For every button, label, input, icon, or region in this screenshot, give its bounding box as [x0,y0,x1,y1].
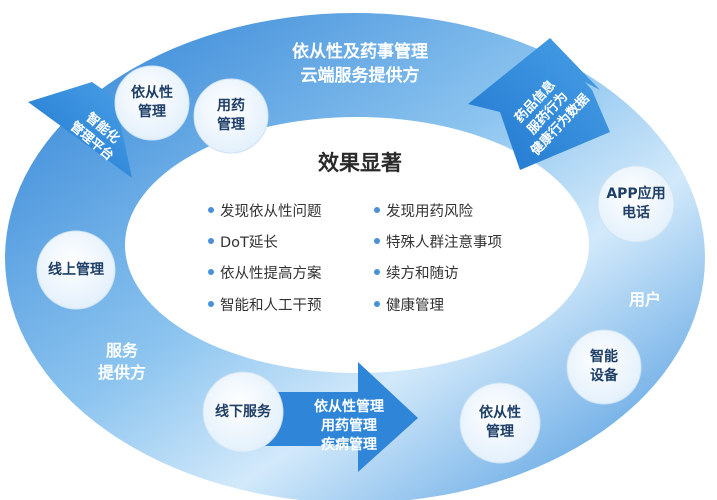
bubble-smart-device [566,329,642,405]
bubble-smart-device-label: 智能 设备 [590,349,618,384]
bubble-adherence-top [114,65,190,141]
center-item-text: 健康管理 [386,298,444,314]
center-item-text: 发现依从性问题 [220,204,322,220]
bubble-offline-label: 线下服务 [215,404,271,420]
center-item: 发现用药风险 [374,200,473,221]
center-item: 特殊人群注意事项 [374,231,502,252]
bullet-dot [208,269,214,275]
bottom-arrow-label: 依从性管理 用药管理 疾病管理 [314,399,384,453]
center-item: 智能和人工干预 [208,294,322,315]
bullet-dot [374,207,380,213]
bottom-arrow [230,362,418,472]
center-item-text: DoT延长 [220,235,278,251]
center-item-text: 依从性提高方案 [220,266,322,282]
center-item: 发现依从性问题 [208,200,322,221]
bullet-dot [208,301,214,307]
bubble-medication [193,78,269,154]
center-item: DoT延长 [208,231,278,252]
center-item-text: 特殊人群注意事项 [386,235,502,251]
bubble-offline [202,371,284,453]
user-label: 用户 [628,290,661,309]
bullet-dot [208,207,214,213]
center-item: 健康管理 [374,294,444,315]
top-label: 依从性及药事管理 云端服务提供方 [292,42,428,86]
center-item: 依从性提高方案 [208,262,322,283]
right-arrow-head [540,38,552,110]
left-arrow [28,82,132,178]
center-item: 续方和随访 [374,262,459,283]
bullet-dot [374,301,380,307]
center-item-text: 智能和人工干预 [220,298,322,314]
service-provider-label: 服务 提供方 [97,341,146,382]
bubble-adherence-top-label: 依从性 管理 [131,85,173,120]
center-item-text: 续方和随访 [386,266,459,282]
bubble-online-label: 线上管理 [48,262,104,278]
bullet-dot [208,238,214,244]
center-title: 效果显著 [318,151,402,175]
bubble-app-phone-label: APP应用 电话 [606,186,666,221]
bubble-online [36,230,116,310]
right-arrow [468,38,610,170]
bubble-adherence-bottom [459,382,541,464]
bubble-adherence-bottom-label: 依从性 管理 [479,405,521,440]
bubble-medication-label: 用药 管理 [217,98,245,133]
center-item-text: 发现用药风险 [386,204,473,220]
bullet-dot [374,269,380,275]
bubble-app-phone [597,165,675,243]
bullet-dot [374,238,380,244]
